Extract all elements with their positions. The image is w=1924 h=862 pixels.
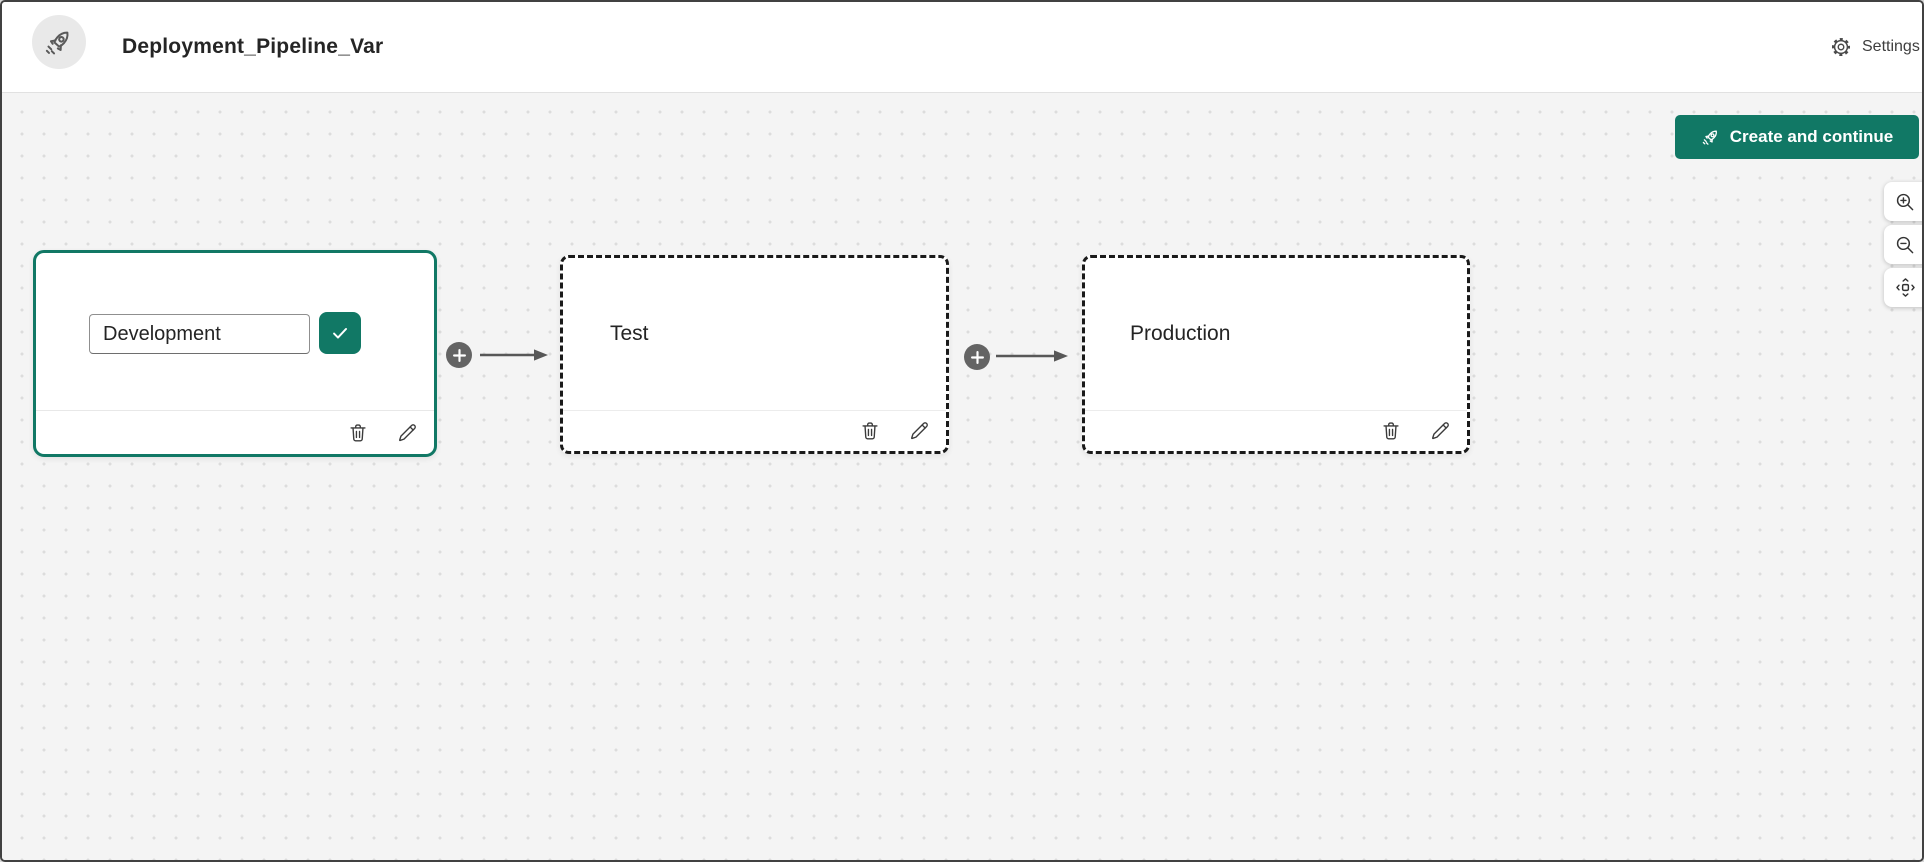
pipeline-avatar (32, 15, 86, 69)
pencil-icon (399, 423, 416, 441)
pencil-icon (1432, 422, 1449, 440)
zoom-in-button[interactable] (1884, 182, 1922, 221)
stage-card-footer (563, 410, 946, 451)
stage-name-label: Production (1130, 322, 1231, 345)
delete-stage-button[interactable] (858, 419, 882, 443)
arrow-right-icon (480, 349, 548, 361)
pan-view-button[interactable] (1884, 268, 1922, 307)
add-stage-button[interactable] (446, 342, 472, 368)
stage-name-label: Test (610, 322, 649, 345)
plus-icon (970, 350, 984, 364)
create-and-continue-button[interactable]: Create and continue (1675, 115, 1919, 159)
stage-card-footer (1085, 410, 1467, 451)
stage-card-production[interactable]: Production (1082, 255, 1470, 454)
stage-name-input[interactable] (89, 314, 310, 354)
magnifier-minus-icon (1896, 236, 1914, 253)
arrow-right-icon (996, 350, 1068, 362)
delete-stage-button[interactable] (346, 421, 370, 445)
magnifier-plus-icon (1896, 193, 1914, 210)
confirm-stage-name-button[interactable] (319, 312, 361, 354)
pencil-icon (911, 422, 928, 440)
settings-label: Settings (1862, 38, 1920, 55)
pipeline-canvas[interactable]: Create and continue (2, 94, 1922, 860)
stage-card-test[interactable]: Test (560, 255, 949, 454)
stage-card-development[interactable] (33, 250, 437, 457)
pan-icon (1896, 278, 1915, 297)
zoom-out-button[interactable] (1884, 225, 1922, 264)
delete-stage-button[interactable] (1379, 419, 1403, 443)
add-stage-button[interactable] (964, 344, 990, 370)
trash-icon (350, 423, 366, 441)
edit-stage-button[interactable] (908, 419, 932, 443)
trash-icon (1383, 422, 1399, 440)
plus-icon (452, 348, 466, 362)
edit-stage-button[interactable] (396, 421, 420, 445)
trash-icon (862, 422, 878, 440)
create-and-continue-label: Create and continue (1729, 127, 1894, 146)
stage-card-footer (36, 410, 434, 454)
settings-button[interactable]: Settings (1830, 2, 1920, 92)
page-title: Deployment_Pipeline_Var (122, 35, 384, 58)
header-bar: Deployment_Pipeline_Var Settings (2, 2, 1922, 93)
rocket-icon (1702, 130, 1717, 145)
gear-icon (1831, 37, 1851, 57)
rocket-icon (45, 31, 69, 55)
checkmark-icon (333, 328, 348, 339)
edit-stage-button[interactable] (1429, 419, 1453, 443)
